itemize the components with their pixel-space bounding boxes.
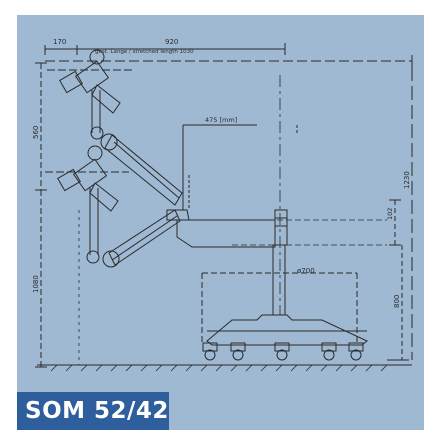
microscope-upper bbox=[47, 49, 132, 140]
dimension-left-1080 bbox=[35, 190, 47, 368]
dim-label-700: ø700 bbox=[297, 267, 315, 275]
wheels bbox=[202, 342, 364, 361]
dim-label-170: 170 bbox=[53, 38, 66, 46]
stand-base bbox=[201, 272, 368, 346]
stand-column bbox=[272, 75, 288, 316]
technical-drawing: 170 920 gest. Länge / stretched length 1… bbox=[32, 38, 413, 372]
dim-label-1030: gest. Länge / stretched length 1030 bbox=[95, 49, 194, 55]
drawing-panel: 170 920 gest. Länge / stretched length 1… bbox=[17, 15, 424, 392]
dim-label-920: 920 bbox=[165, 38, 178, 46]
dim-label-475: 475 [mm] bbox=[205, 116, 237, 124]
floor-line bbox=[37, 364, 412, 372]
dim-label-102: 102 bbox=[386, 208, 394, 220]
microscope-lower bbox=[45, 145, 129, 264]
dimension-top-170 bbox=[44, 45, 78, 55]
dimension-top-1030 bbox=[45, 55, 413, 67]
dimension-right-102 bbox=[389, 199, 401, 246]
dimension-right-800 bbox=[387, 245, 409, 361]
carrier-arm bbox=[166, 124, 298, 248]
dim-label-1080: 1080 bbox=[32, 275, 40, 293]
spring-arm-upper bbox=[100, 133, 183, 206]
spring-arm-lower bbox=[102, 209, 181, 268]
dim-label-800: 800 bbox=[393, 295, 401, 308]
dim-label-560: 560 bbox=[32, 126, 40, 139]
model-caption: SOM 52/42 bbox=[17, 392, 169, 430]
dim-label-1230: 1230 bbox=[403, 171, 411, 189]
dimension-top-920 bbox=[77, 43, 286, 55]
